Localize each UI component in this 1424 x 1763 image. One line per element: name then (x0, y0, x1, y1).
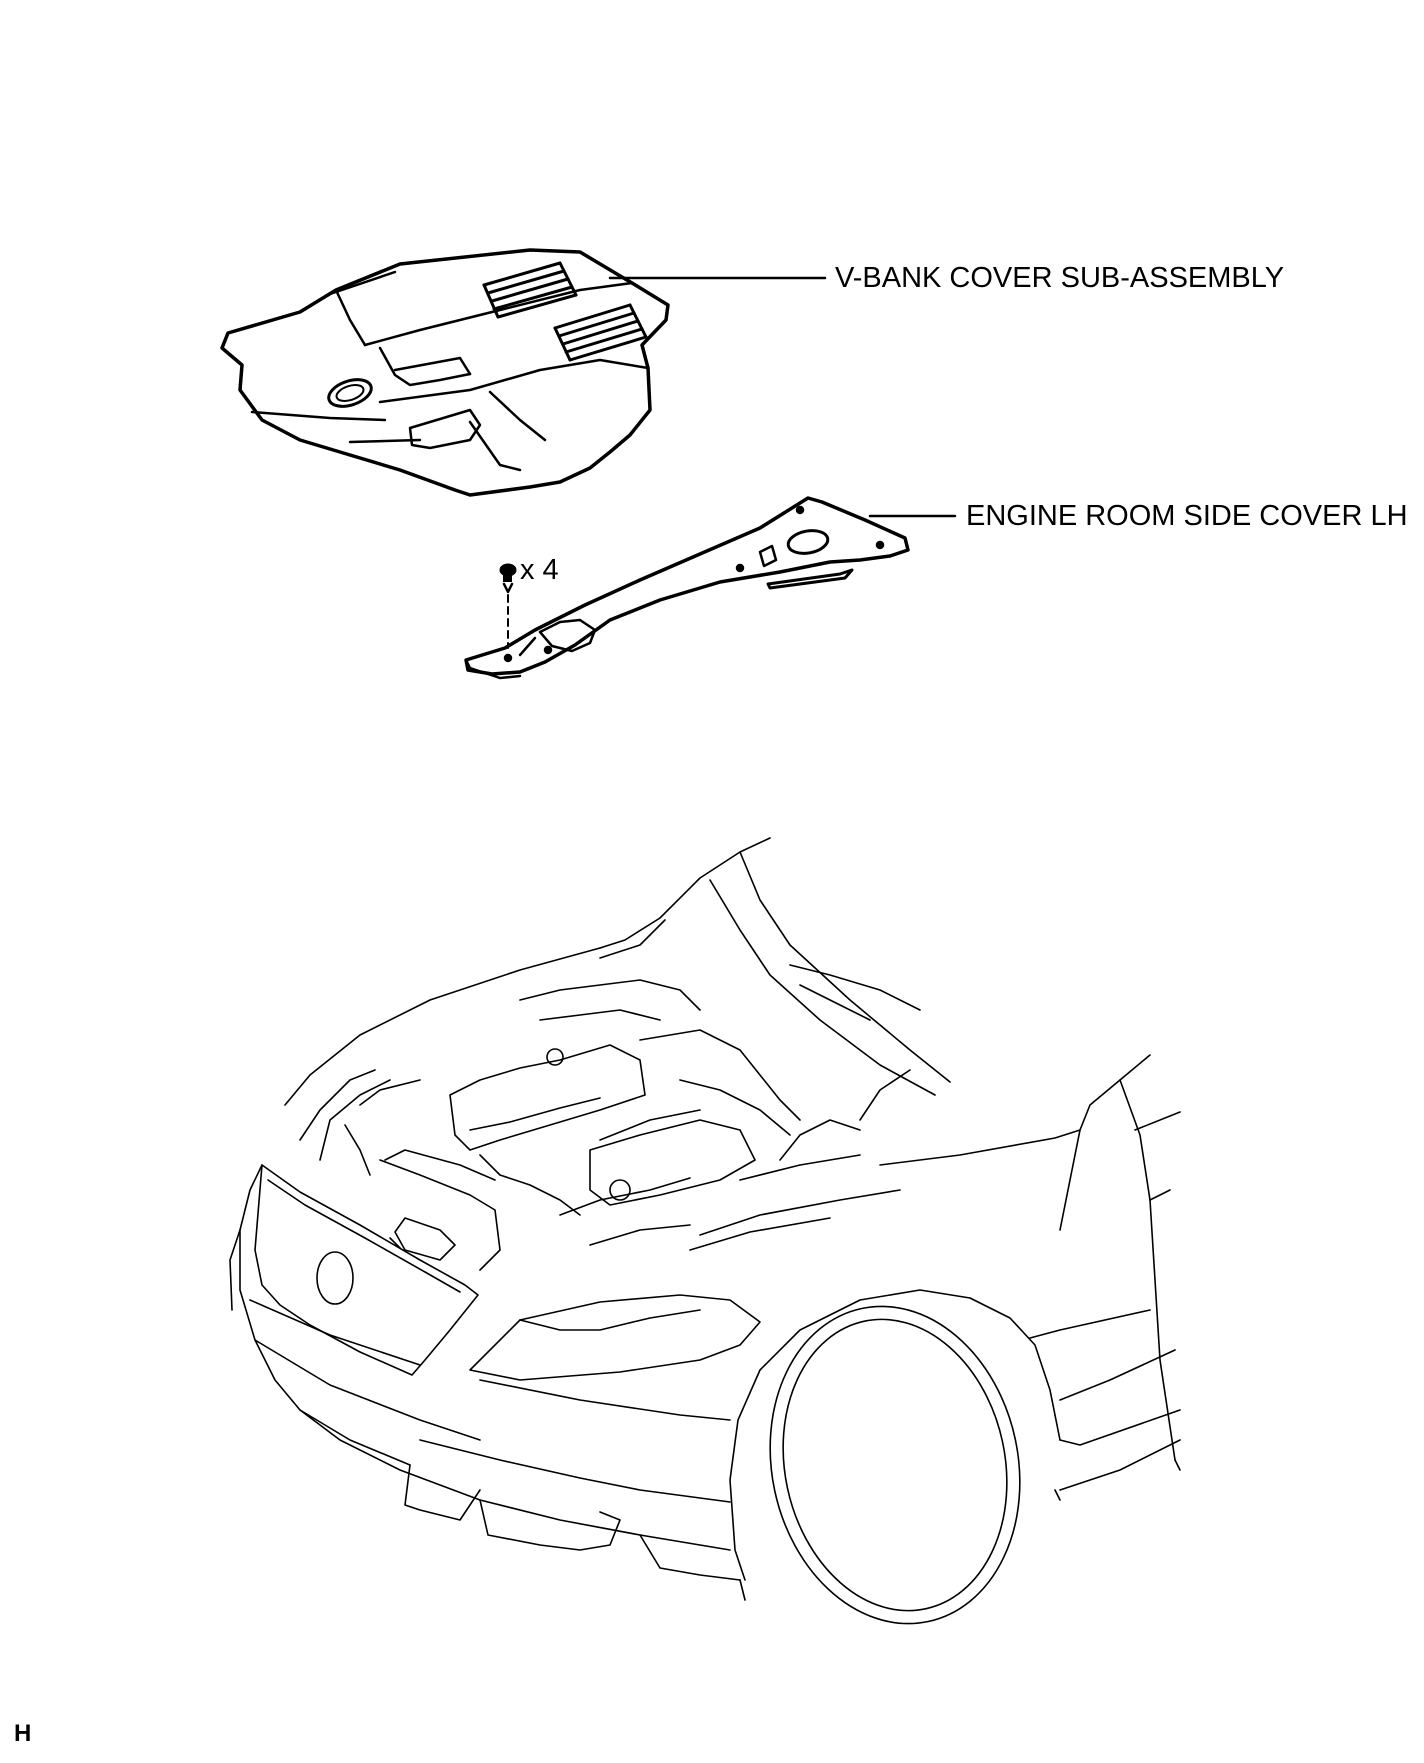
clip-fastener-icon (499, 563, 517, 594)
v-bank-cover-drawing (220, 248, 670, 497)
vent-slats-lower-icon (553, 303, 648, 362)
v-bank-cover-label: V-BANK COVER SUB-ASSEMBLY (835, 262, 1285, 294)
figure-code: H (14, 1720, 32, 1747)
engine-room-side-cover-label: ENGINE ROOM SIDE COVER LH (966, 500, 1408, 532)
vehicle-front-drawing (229, 837, 1181, 1625)
vent-slats-upper-icon (482, 261, 578, 319)
grille-emblem-icon (316, 1251, 354, 1305)
clip-quantity-label: x 4 (520, 554, 559, 586)
brand-emblem-icon (327, 378, 373, 408)
side-cover-drawing (464, 496, 910, 680)
